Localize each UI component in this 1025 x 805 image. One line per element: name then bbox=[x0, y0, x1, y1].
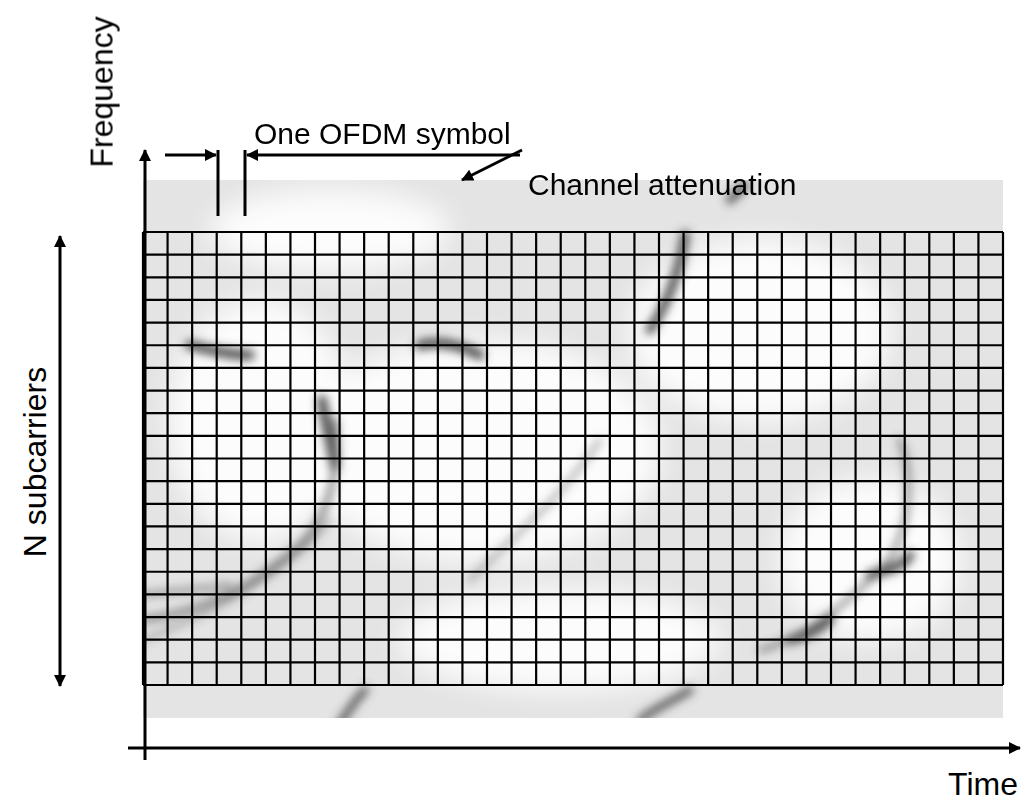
grid-line bbox=[143, 231, 1003, 233]
channel-attenuation-map bbox=[143, 180, 1003, 718]
grid-line bbox=[143, 367, 1003, 369]
grid-line bbox=[143, 412, 1003, 414]
grid-line bbox=[143, 639, 1003, 641]
leader-line bbox=[462, 150, 522, 180]
annotation-label: One OFDM symbol bbox=[254, 119, 511, 149]
grid-line bbox=[143, 389, 1003, 391]
symbol-boundary bbox=[217, 150, 220, 216]
grid-line bbox=[143, 457, 1003, 459]
symbol-arrow bbox=[247, 154, 520, 157]
grid-line bbox=[143, 344, 1003, 346]
time-frequency-grid bbox=[143, 232, 1003, 685]
grid-line bbox=[143, 571, 1003, 573]
grid-line bbox=[143, 276, 1003, 278]
axis-label: Frequency bbox=[86, 16, 118, 167]
subcarrier-span-arrow bbox=[59, 236, 62, 686]
annotation-label: Channel attenuation bbox=[528, 170, 797, 200]
grid-line bbox=[143, 548, 1003, 550]
grid-line bbox=[143, 299, 1003, 301]
grid-line bbox=[143, 661, 1003, 663]
grid-line bbox=[143, 593, 1003, 595]
axis-label: N subcarriers bbox=[19, 367, 51, 557]
grid-line bbox=[143, 254, 1003, 256]
axis-label: Time bbox=[948, 768, 1018, 800]
grid-line bbox=[143, 616, 1003, 618]
grid-line bbox=[143, 684, 1003, 686]
grid-line bbox=[143, 322, 1003, 324]
grid-line bbox=[143, 435, 1003, 437]
symbol-arrow bbox=[165, 154, 216, 157]
time-axis bbox=[128, 747, 1020, 750]
grid-line bbox=[143, 480, 1003, 482]
frequency-axis bbox=[144, 150, 147, 760]
grid-line bbox=[143, 503, 1003, 505]
grid-line bbox=[143, 525, 1003, 527]
symbol-boundary bbox=[244, 150, 247, 216]
